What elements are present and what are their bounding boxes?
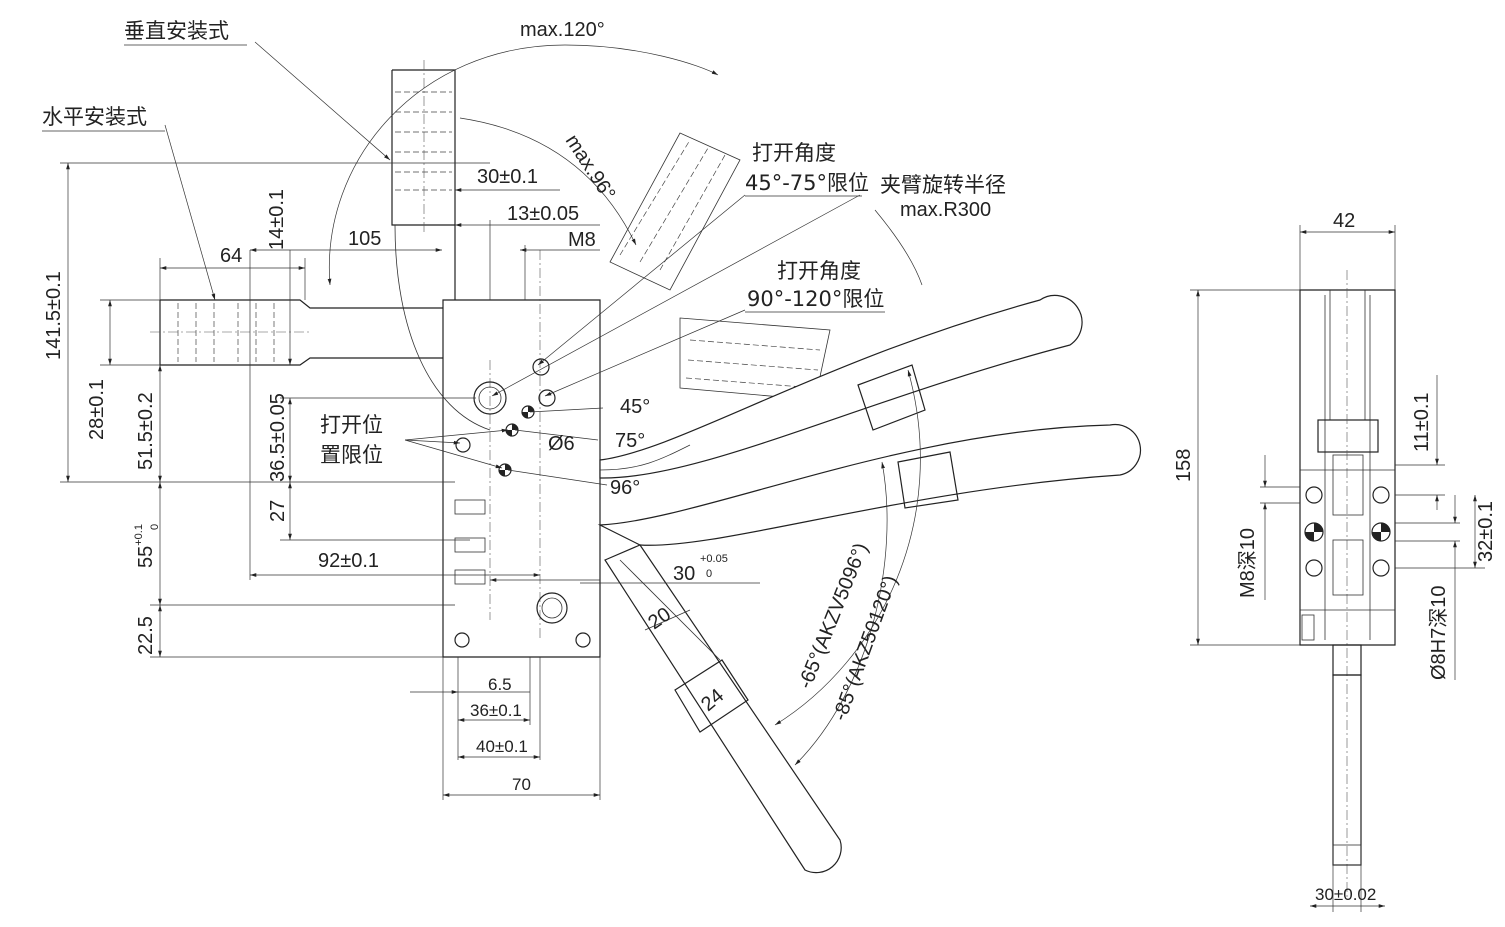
label-open-angle-2: 打开角度 <box>777 259 861 283</box>
label-open-angle-1: 打开角度 <box>752 141 836 165</box>
side-dim-30: 30±0.02 <box>1315 885 1376 904</box>
dim-13: 13±0.05 <box>507 203 579 225</box>
dim-92: 92±0.1 <box>318 550 379 572</box>
angle-75: 75° <box>615 430 645 452</box>
dim-40: 40±0.1 <box>476 737 528 756</box>
label-horizontal-mount: 水平安装式 <box>42 105 147 129</box>
dim-14: 14±0.1 <box>266 189 288 250</box>
horizontal-mount-pad <box>150 299 443 366</box>
dim-phi6: Ø6 <box>548 433 575 455</box>
side-view <box>1190 225 1485 912</box>
side-dim-158: 158 <box>1173 449 1195 482</box>
dim-28: 28±0.1 <box>86 379 108 440</box>
dim-30-arm: 30 <box>673 563 695 585</box>
label-max120: max.120° <box>520 19 605 41</box>
dim-70: 70 <box>512 775 531 794</box>
dim-30: 30±0.1 <box>477 166 538 188</box>
dim-55: 55+0.1 <box>133 524 157 568</box>
side-dim-phi8: Ø8H7深10 <box>1427 586 1450 681</box>
side-dim-32: 32±0.1 <box>1475 501 1497 562</box>
dim-30-arm-lo: 0 <box>706 568 712 580</box>
dim-6-5: 6.5 <box>488 675 512 694</box>
dim-36-5: 36.5±0.05 <box>267 393 289 482</box>
dim-22-5: 22.5 <box>135 616 157 655</box>
dim-30-arm-hi: +0.05 <box>700 553 728 565</box>
dim-55-tol-lo: 0 <box>149 524 161 530</box>
angle-96: 96° <box>610 477 640 499</box>
label-arm-radius: 夹臂旋转半径 <box>880 173 1006 197</box>
dim-m8: M8 <box>568 229 596 251</box>
label-open-pos-2: 置限位 <box>320 443 383 467</box>
dim-141-5: 141.5±0.1 <box>43 271 65 360</box>
labels: 垂直安装式 水平安装式 打开角度 45°-75°限位 打开角度 90°-120°… <box>42 19 1497 904</box>
side-dim-m8-deep: M8深10 <box>1236 528 1259 598</box>
side-dim-11: 11±0.1 <box>1411 392 1433 452</box>
side-dim-42: 42 <box>1333 210 1355 232</box>
phantom-arm-96 <box>609 132 741 291</box>
label-vertical-mount: 垂直安装式 <box>124 19 229 43</box>
label-open-angle-1-range: 45°-75°限位 <box>745 171 869 195</box>
dim-27: 27 <box>267 500 289 522</box>
label-open-angle-2-range: 90°-120°限位 <box>747 287 884 311</box>
clamp-body <box>442 250 601 658</box>
dim-51-5: 51.5±0.2 <box>135 392 157 470</box>
label-max96: max.96° <box>561 131 620 205</box>
label-arm-radius-value: max.R300 <box>900 199 991 221</box>
dim-64: 64 <box>220 245 242 267</box>
clamp-arm-lower <box>604 544 842 874</box>
dim-36: 36±0.1 <box>470 701 522 720</box>
dim-105: 105 <box>348 228 381 250</box>
angle-45: 45° <box>620 396 650 418</box>
label-open-pos-1: 打开位 <box>320 413 383 437</box>
